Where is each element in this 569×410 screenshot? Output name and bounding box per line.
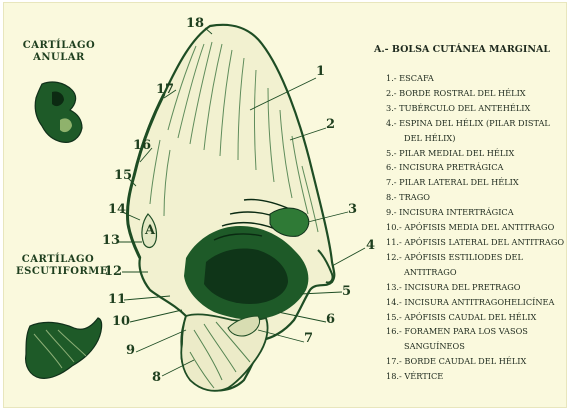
- legend-item: 15.- APÓFISIS CAUDAL DEL HÉLIX: [386, 310, 566, 325]
- callout-11: 11: [108, 292, 126, 307]
- annular-cartilage-label: CARTÍLAGO ANULAR: [22, 40, 96, 64]
- legend-list: 1.- ESCAFA 2.- BORDE ROSTRAL DEL HÉLIX 3…: [386, 71, 566, 384]
- legend-item: 7.- PILAR LATERAL DEL HÉLIX: [386, 175, 566, 190]
- scutiform-label-line2: ESCUTIFORME: [16, 266, 100, 278]
- callout-9: 9: [126, 343, 135, 358]
- legend-item: 10.- APÓFISIS MEDIA DEL ANTITRAGO: [386, 220, 566, 235]
- legend-title: A.- BOLSA CUTÁNEA MARGINAL: [374, 44, 550, 55]
- callout-12: 12: [104, 264, 122, 279]
- legend-item: 18.- VÉRTICE: [386, 369, 566, 384]
- legend-item: 2.- BORDE ROSTRAL DEL HÉLIX: [386, 86, 566, 101]
- scutiform-cartilage: [26, 318, 102, 378]
- callout-17: 17: [156, 82, 174, 97]
- callout-16: 16: [133, 138, 151, 153]
- callout-6: 6: [326, 312, 335, 327]
- legend-item: 16.- FORAMEN PARA LOS VASOS: [386, 324, 566, 339]
- legend-item: 14.- INCISURA ANTITRAGOHELICÍNEA: [386, 295, 566, 310]
- legend-item: 12.- APÓFISIS ESTILIODES DEL: [386, 250, 566, 265]
- callout-5: 5: [342, 284, 351, 299]
- annular-label-line1: CARTÍLAGO: [22, 40, 96, 52]
- scutiform-cartilage-label: CARTÍLAGO ESCUTIFORME: [16, 254, 100, 278]
- callout-3: 3: [348, 202, 357, 217]
- scutiform-label-line1: CARTÍLAGO: [16, 254, 100, 266]
- legend-item-continuation: DEL HÉLIX): [386, 131, 566, 146]
- callout-4: 4: [366, 238, 375, 253]
- callout-10: 10: [112, 314, 130, 329]
- legend-item: 5.- PILAR MEDIAL DEL HÉLIX: [386, 146, 566, 161]
- callout-2: 2: [326, 117, 335, 132]
- legend-item: 3.- TUBÉRCULO DEL ANTEHÉLIX: [386, 101, 566, 116]
- callout-15: 15: [114, 168, 132, 183]
- callout-18: 18: [186, 16, 204, 31]
- legend-item-continuation: SANGUÍNEOS: [386, 339, 566, 354]
- annular-cartilage: [35, 82, 82, 142]
- marginal-pouch-marker: A: [145, 223, 155, 238]
- legend-item: 17.- BORDE CAUDAL DEL HÉLIX: [386, 354, 566, 369]
- callout-1: 1: [316, 64, 325, 79]
- callout-13: 13: [102, 233, 120, 248]
- legend-item: 1.- ESCAFA: [386, 71, 566, 86]
- callout-7: 7: [304, 331, 313, 346]
- annular-label-line2: ANULAR: [22, 52, 96, 64]
- legend-item: 9.- INCISURA INTERTRÁGICA: [386, 205, 566, 220]
- callout-8: 8: [152, 370, 161, 385]
- legend-item: 6.- INCISURA PRETRÁGICA: [386, 160, 566, 175]
- legend-item: 8.- TRAGO: [386, 190, 566, 205]
- callout-14: 14: [108, 202, 126, 217]
- legend-item: 11.- APÓFISIS LATERAL DEL ANTITRAGO: [386, 235, 566, 250]
- legend-item-continuation: ANTITRAGO: [386, 265, 566, 280]
- legend-item: 13.- INCISURA DEL PRETRAGO: [386, 280, 566, 295]
- legend-item: 4.- ESPINA DEL HÉLIX (PILAR DISTAL: [386, 116, 566, 131]
